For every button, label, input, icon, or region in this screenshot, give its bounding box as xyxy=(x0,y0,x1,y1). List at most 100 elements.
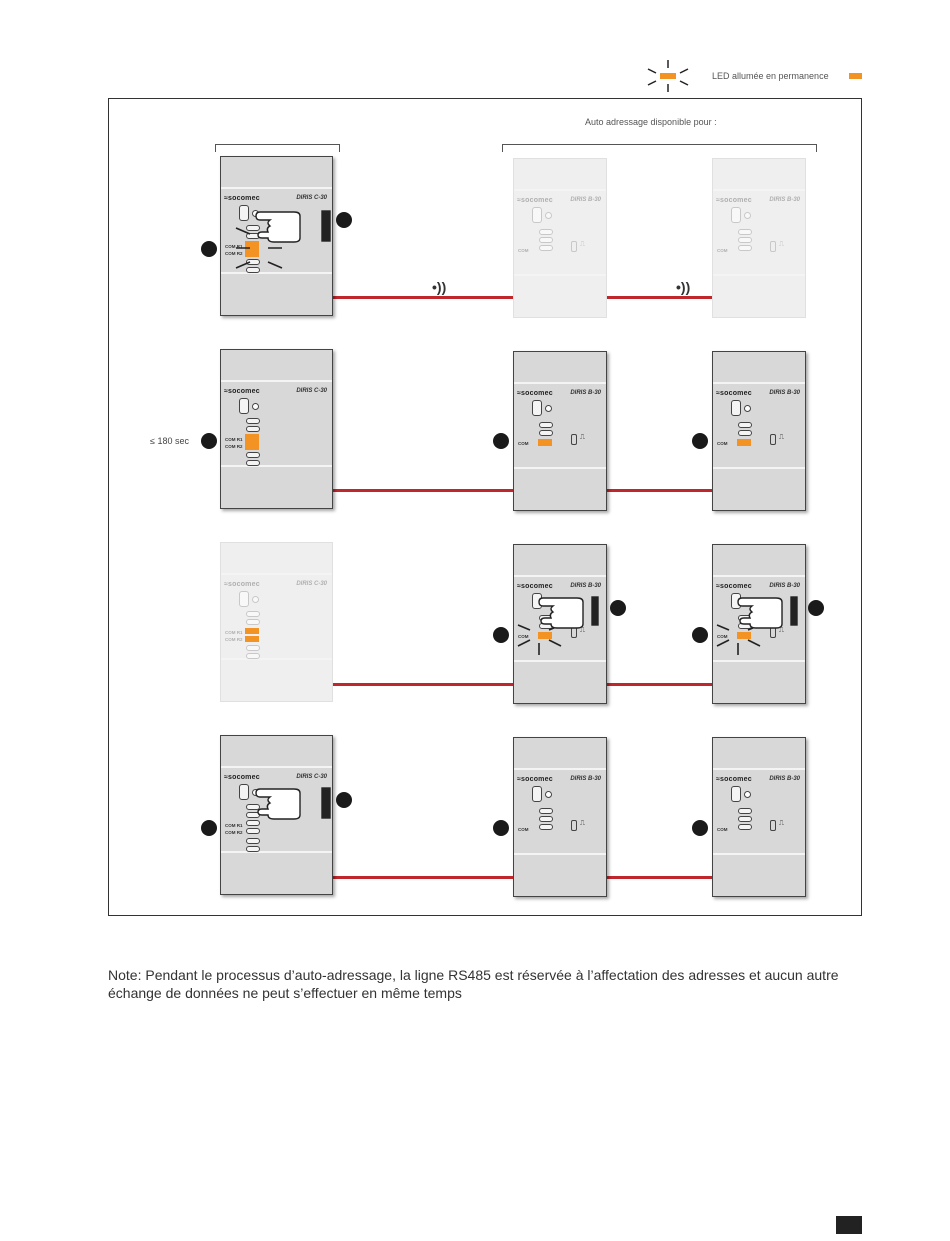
step-marker xyxy=(692,627,708,643)
pulse-icon: ⎍ xyxy=(779,434,784,441)
pulse-icon: ⎍ xyxy=(580,820,585,827)
com-label: COM xyxy=(717,441,728,446)
step-marker xyxy=(336,212,352,228)
diris-b30-slave: ≈socomec DIRIS B-30 COM ⎍ xyxy=(513,351,607,511)
model-label: DIRIS B-30 xyxy=(570,583,601,589)
hand-press-icon xyxy=(538,596,599,629)
diris-b30-slave: ≈socomec DIRIS B-30 COM ⎍ xyxy=(712,351,806,511)
diris-b30-slave: ≈socomec DIRIS B-30 COM ⎍ xyxy=(712,158,806,318)
pulse-icon: ⎍ xyxy=(580,434,585,441)
com-led xyxy=(245,636,259,642)
model-label: DIRIS C-30 xyxy=(296,774,327,780)
step-marker xyxy=(201,820,217,836)
com-led xyxy=(538,439,552,446)
auto-addressing-label: Auto adressage disponible pour : xyxy=(585,117,717,127)
push-button xyxy=(239,205,249,221)
com-r2-label: COM R2 xyxy=(225,444,243,449)
rs485-line xyxy=(332,489,513,492)
rs485-line xyxy=(607,683,712,686)
master-bracket xyxy=(215,144,340,152)
com-label: COM xyxy=(518,248,529,253)
brand-label: ≈socomec xyxy=(224,388,260,395)
brand-label: ≈socomec xyxy=(716,390,752,397)
diris-b30-slave: ≈socomec DIRIS B-30 COM ⎍ xyxy=(712,737,806,897)
com-led xyxy=(245,241,259,257)
rs485-line xyxy=(332,683,513,686)
model-label: DIRIS B-30 xyxy=(570,776,601,782)
brand-label: ≈socomec xyxy=(517,583,553,590)
model-label: DIRIS B-30 xyxy=(769,197,800,203)
model-label: DIRIS C-30 xyxy=(296,581,327,587)
step-marker xyxy=(493,820,509,836)
hand-press-icon xyxy=(737,596,798,629)
model-label: DIRIS C-30 xyxy=(296,388,327,394)
pulse-icon: ⎍ xyxy=(779,627,784,634)
brand-label: ≈socomec xyxy=(716,583,752,590)
model-label: DIRIS B-30 xyxy=(570,197,601,203)
com-label: COM xyxy=(518,827,529,832)
com-led xyxy=(245,628,259,634)
com-r2-label: COM R2 xyxy=(225,830,243,835)
model-label: DIRIS B-30 xyxy=(570,390,601,396)
pulse-icon: ⎍ xyxy=(779,820,784,827)
diris-c30-master: ≈socomec DIRIS C-30 COM R1 COM R2 xyxy=(220,542,333,702)
brand-label: ≈socomec xyxy=(224,774,260,781)
brand-label: ≈socomec xyxy=(517,390,553,397)
step-marker xyxy=(201,433,217,449)
com-led xyxy=(737,439,751,446)
led-blinking-icon xyxy=(647,60,689,92)
legend-led-swatch xyxy=(849,73,862,79)
legend-label: LED allumée en permanence xyxy=(712,71,829,81)
step-marker xyxy=(692,820,708,836)
page-number-tab xyxy=(836,1216,862,1234)
com-r2-label: COM R2 xyxy=(225,251,243,256)
hand-press-icon xyxy=(255,210,331,243)
rs485-line xyxy=(332,876,513,879)
pulse-icon: ⎍ xyxy=(580,241,585,248)
signal-wave-icon: •)) xyxy=(676,279,691,295)
pulse-icon: ⎍ xyxy=(580,627,585,634)
hand-press-icon xyxy=(255,787,331,820)
rs485-line xyxy=(332,296,513,299)
slaves-bracket xyxy=(502,144,817,152)
brand-label: ≈socomec xyxy=(716,776,752,783)
diagram-frame xyxy=(108,98,862,916)
com-label: COM xyxy=(717,248,728,253)
com-r1-label: COM R1 xyxy=(225,823,243,828)
com-led xyxy=(538,632,552,639)
step-marker xyxy=(493,433,509,449)
step-marker xyxy=(493,627,509,643)
step-marker xyxy=(808,600,824,616)
brand-label: ≈socomec xyxy=(517,197,553,204)
com-r2-label: COM R2 xyxy=(225,637,243,642)
com-led xyxy=(737,632,751,639)
brand-label: ≈socomec xyxy=(224,195,260,202)
com-r1-label: COM R1 xyxy=(225,630,243,635)
step-marker xyxy=(201,241,217,257)
com-label: COM xyxy=(717,634,728,639)
step-marker xyxy=(610,600,626,616)
step-marker xyxy=(692,433,708,449)
diris-c30-master: ≈socomec DIRIS C-30 COM R1 COM R2 xyxy=(220,349,333,509)
diris-b30-slave: ≈socomec DIRIS B-30 COM ⎍ xyxy=(513,158,607,318)
com-label: COM xyxy=(518,441,529,446)
rs485-line xyxy=(607,876,712,879)
pulse-icon: ⎍ xyxy=(779,241,784,248)
model-label: DIRIS C-30 xyxy=(296,195,327,201)
brand-label: ≈socomec xyxy=(716,197,752,204)
rs485-line xyxy=(607,489,712,492)
com-label: COM xyxy=(717,827,728,832)
com-led xyxy=(245,434,259,450)
com-r1-label: COM R1 xyxy=(225,244,243,249)
brand-label: ≈socomec xyxy=(517,776,553,783)
com-label: COM xyxy=(518,634,529,639)
model-label: DIRIS B-30 xyxy=(769,776,800,782)
com-r1-label: COM R1 xyxy=(225,437,243,442)
step-marker xyxy=(336,792,352,808)
brand-label: ≈socomec xyxy=(224,581,260,588)
signal-wave-icon: •)) xyxy=(432,279,447,295)
diris-b30-slave: ≈socomec DIRIS B-30 COM ⎍ xyxy=(513,737,607,897)
rs485-line xyxy=(607,296,712,299)
model-label: DIRIS B-30 xyxy=(769,583,800,589)
